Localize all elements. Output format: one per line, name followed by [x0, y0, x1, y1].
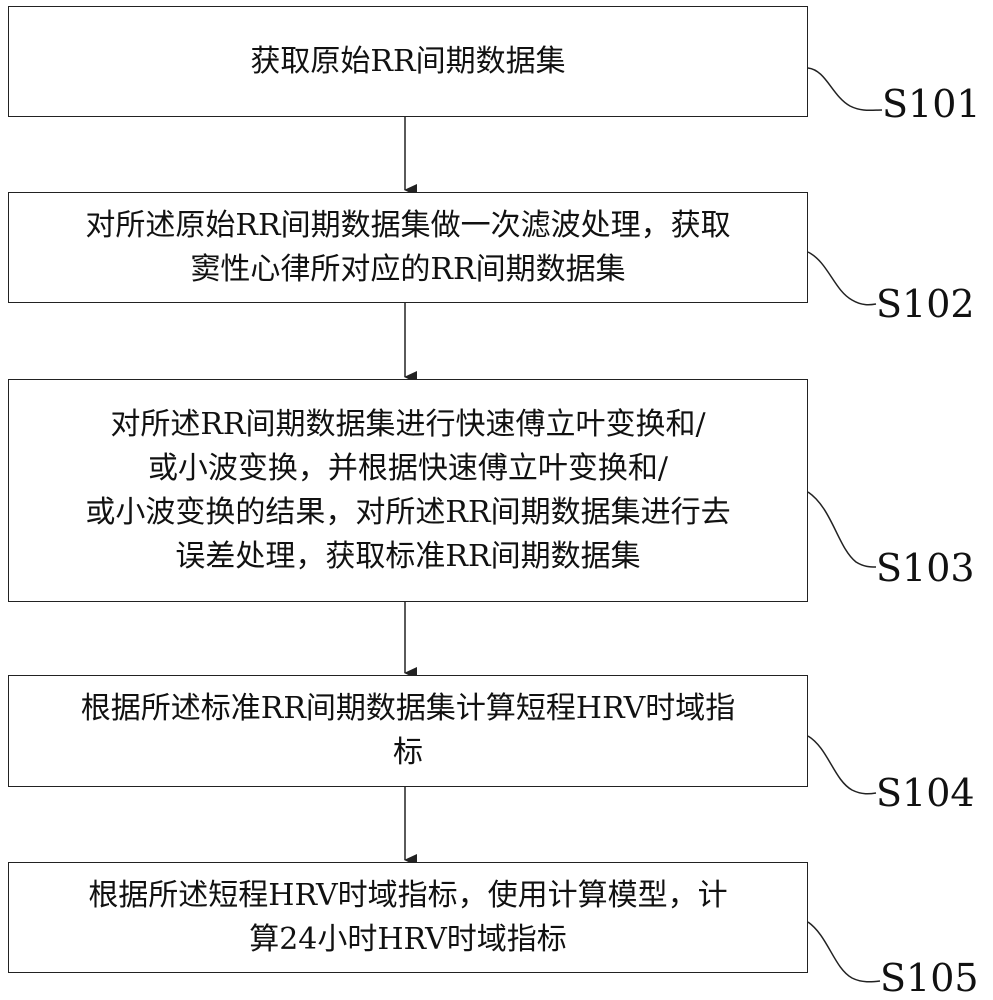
step-box-s102: 对所述原始RR间期数据集做一次滤波处理，获取 窦性心律所对应的RR间期数据集 [8, 192, 808, 303]
leader-s103 [807, 491, 877, 568]
step-text-s101: 获取原始RR间期数据集 [250, 43, 566, 79]
step-label-s105: S105 [880, 956, 979, 1000]
step-text-s104: 根据所述标准RR间期数据集计算短程HRV时域指 标 [80, 691, 736, 770]
leader-s104 [807, 735, 877, 795]
step-label-s101: S101 [882, 82, 981, 126]
step-box-s105: 根据所述短程HRV时域指标，使用计算模型，计 算24小时HRV时域指标 [8, 862, 808, 973]
step-box-s104: 根据所述标准RR间期数据集计算短程HRV时域指 标 [8, 675, 808, 787]
step-box-s103: 对所述RR间期数据集进行快速傅立叶变换和/ 或小波变换，并根据快速傅立叶变换和/… [8, 379, 808, 602]
step-label-s103: S103 [876, 546, 975, 590]
leader-s101 [807, 67, 883, 112]
leader-s105 [807, 921, 881, 983]
step-label-s102: S102 [876, 282, 975, 326]
step-text-s103: 对所述RR间期数据集进行快速傅立叶变换和/ 或小波变换，并根据快速傅立叶变换和/… [85, 406, 731, 574]
step-text-s105: 根据所述短程HRV时域指标，使用计算模型，计 算24小时HRV时域指标 [88, 877, 728, 957]
leader-s102 [807, 251, 877, 306]
step-label-s104: S104 [876, 771, 975, 815]
step-box-s101: 获取原始RR间期数据集 [8, 6, 808, 117]
step-text-s102: 对所述原始RR间期数据集做一次滤波处理，获取 窦性心律所对应的RR间期数据集 [85, 207, 731, 287]
